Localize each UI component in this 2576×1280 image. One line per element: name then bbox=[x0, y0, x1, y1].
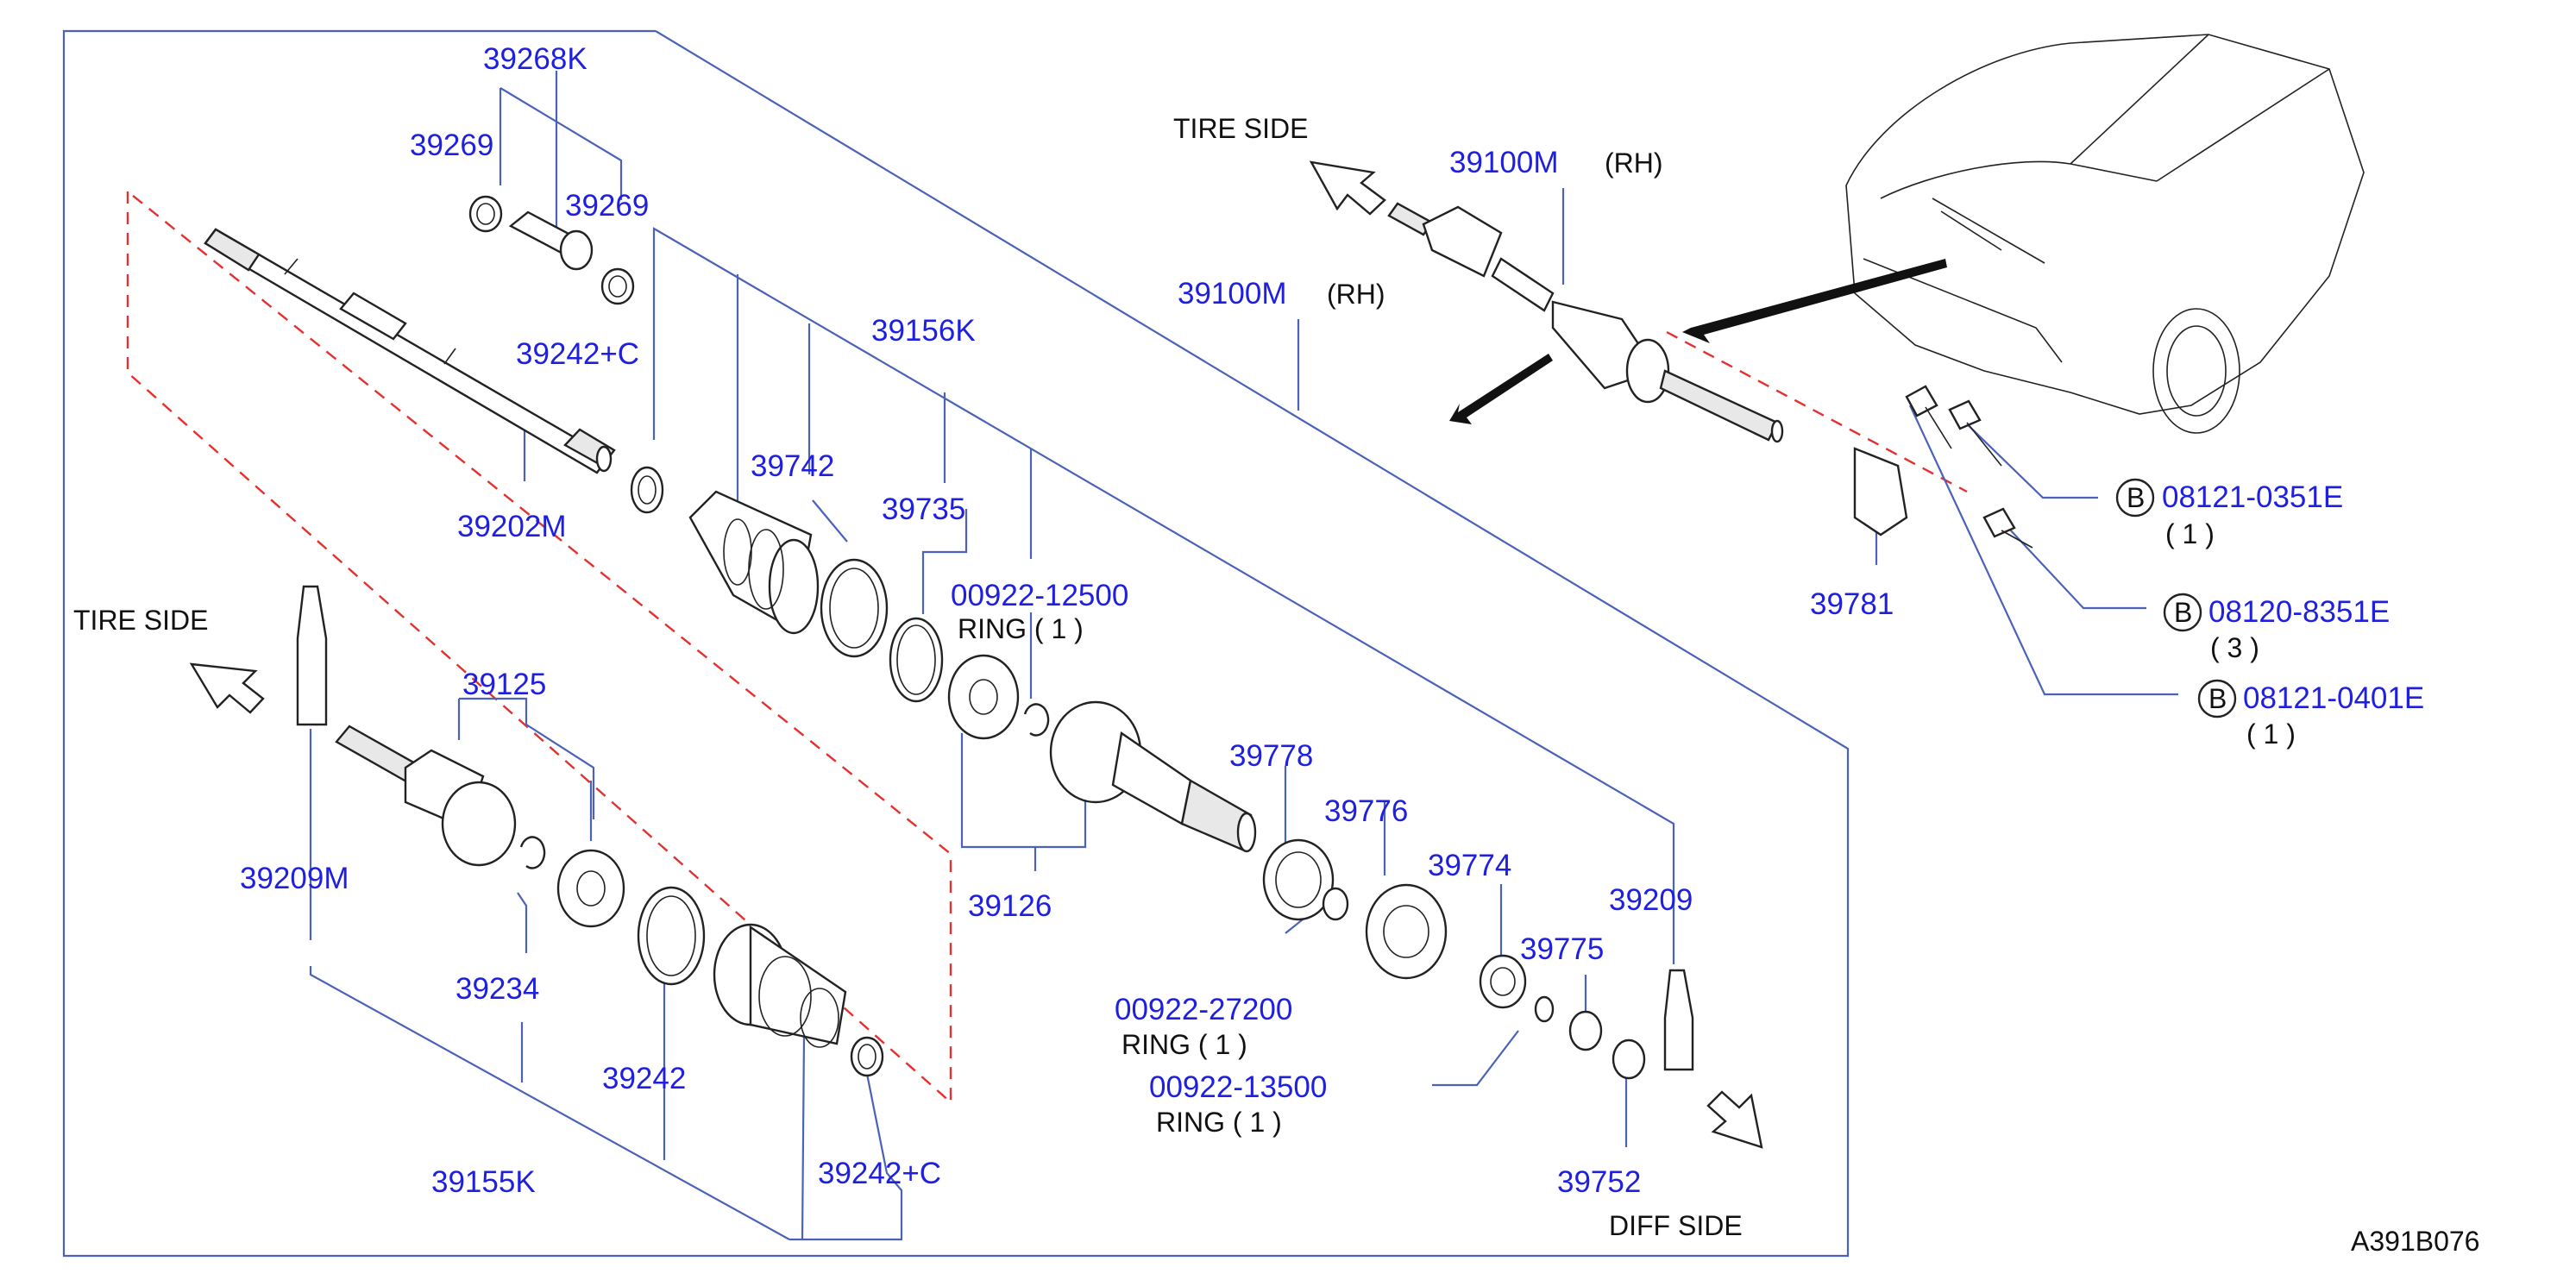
label-39752[interactable]: 39752 bbox=[1557, 1165, 1641, 1199]
boot-39269-b bbox=[600, 267, 635, 305]
bolt-badge-1 bbox=[2115, 478, 2155, 518]
note-00922-13500: RING ( 1 ) bbox=[1156, 1107, 1282, 1138]
boot-39155K bbox=[713, 923, 847, 1048]
bolt-badge-2 bbox=[2163, 593, 2202, 632]
car-outline bbox=[1845, 34, 2365, 434]
ring-00922-13500 bbox=[1534, 995, 1555, 1023]
label-39209[interactable]: 39209 bbox=[1609, 883, 1693, 917]
cage-39125 bbox=[556, 849, 625, 928]
leader-lines bbox=[309, 71, 2178, 1241]
shaft-39202M bbox=[204, 228, 616, 474]
ring-39735 bbox=[889, 617, 944, 703]
ring-00922-27200 bbox=[1322, 887, 1349, 921]
bolt-icon-b bbox=[1948, 399, 2002, 467]
bolt-badge-letter-3: B bbox=[2208, 683, 2227, 714]
label-39269-b[interactable]: 39269 bbox=[565, 189, 649, 223]
label-39100M-main[interactable]: 39100M bbox=[1178, 277, 1286, 311]
plug-39209M bbox=[296, 585, 328, 726]
label-39126[interactable]: 39126 bbox=[968, 889, 1052, 923]
note-00922-27200: RING ( 1 ) bbox=[1122, 1029, 1247, 1060]
band-39242 bbox=[637, 886, 706, 986]
label-39242[interactable]: 39242 bbox=[602, 1062, 686, 1095]
label-39269-a[interactable]: 39269 bbox=[410, 129, 493, 162]
bolt-qty-1: ( 1 ) bbox=[2165, 518, 2215, 549]
boot-39156K bbox=[688, 490, 820, 635]
assembly-frame bbox=[62, 29, 1850, 1258]
bearing-housing-39776 bbox=[1365, 883, 1448, 980]
bolt-part-2[interactable]: 08120-8351E bbox=[2208, 595, 2390, 629]
plug-39209 bbox=[1663, 969, 1694, 1071]
label-39268K[interactable]: 39268K bbox=[483, 42, 587, 76]
label-39100M-car[interactable]: 39100M bbox=[1449, 146, 1558, 179]
label-39242C-bottom[interactable]: 39242+C bbox=[818, 1157, 941, 1190]
band-39742 bbox=[820, 558, 889, 658]
bolt-badge-3 bbox=[2197, 679, 2237, 718]
direction-arrows bbox=[1449, 259, 1947, 424]
label-39742[interactable]: 39742 bbox=[751, 449, 834, 483]
label-39776[interactable]: 39776 bbox=[1324, 794, 1408, 828]
note-00922-12500: RING ( 1 ) bbox=[958, 613, 1084, 644]
bolt-part-1[interactable]: 08121-0351E bbox=[2162, 480, 2343, 514]
label-39775[interactable]: 39775 bbox=[1520, 932, 1604, 966]
bolt-icon-c bbox=[1982, 507, 2033, 549]
diagram-id: A391B076 bbox=[2351, 1226, 2479, 1257]
damper-39268K bbox=[508, 210, 594, 271]
label-39735[interactable]: 39735 bbox=[882, 493, 965, 526]
label-00922-13500[interactable]: 00922-13500 bbox=[1149, 1070, 1327, 1104]
label-00922-27200[interactable]: 00922-27200 bbox=[1115, 993, 1292, 1026]
label-diff-side: DIFF SIDE bbox=[1609, 1210, 1743, 1241]
label-39100M-main-side: (RH) bbox=[1327, 279, 1385, 310]
label-39774[interactable]: 39774 bbox=[1428, 849, 1511, 882]
bearing-39774 bbox=[1479, 954, 1527, 1009]
bolt-qty-3: ( 1 ) bbox=[2246, 718, 2296, 750]
label-00922-12500[interactable]: 00922-12500 bbox=[951, 579, 1128, 612]
label-39234[interactable]: 39234 bbox=[456, 972, 539, 1006]
label-39209M[interactable]: 39209M bbox=[240, 862, 349, 895]
label-39778[interactable]: 39778 bbox=[1229, 739, 1313, 773]
boot-39269-a bbox=[468, 195, 503, 233]
circlip-00922-12500 bbox=[1023, 703, 1050, 737]
label-39781[interactable]: 39781 bbox=[1810, 587, 1894, 621]
diff-side-arrow-icon bbox=[1706, 1090, 1763, 1149]
tire-side-2-arrow-icon bbox=[189, 662, 265, 714]
nut-39752 bbox=[1612, 1038, 1646, 1080]
circlip-39234 bbox=[519, 836, 546, 869]
tire-side-arrow-icon bbox=[1309, 160, 1386, 216]
label-39242C-top[interactable]: 39242+C bbox=[516, 337, 639, 371]
shaft-outline-dashed bbox=[126, 191, 952, 1105]
housing-39126 bbox=[1049, 700, 1257, 853]
label-39156K[interactable]: 39156K bbox=[871, 314, 976, 348]
joint-39126-inner bbox=[947, 654, 1020, 740]
bolt-badge-letter-2: B bbox=[2174, 597, 2192, 628]
bracket-39781 bbox=[1853, 447, 1908, 536]
label-39100M-car-side: (RH) bbox=[1605, 147, 1663, 179]
label-tire-side: TIRE SIDE bbox=[1173, 113, 1308, 144]
bolt-part-3[interactable]: 08121-0401E bbox=[2243, 681, 2424, 715]
label-39155K[interactable]: 39155K bbox=[431, 1165, 536, 1199]
bolt-qty-2: ( 3 ) bbox=[2210, 632, 2259, 663]
bolt-icon-a bbox=[1905, 385, 1952, 449]
bolt-badge-letter-1: B bbox=[2127, 482, 2145, 513]
driveshaft-39100M-assembly bbox=[1387, 202, 1784, 443]
washer-39775 bbox=[1568, 1010, 1603, 1051]
band-39242C-bottom bbox=[850, 1036, 884, 1077]
label-39202M[interactable]: 39202M bbox=[457, 510, 566, 543]
car-shaft-dashed bbox=[1666, 330, 1968, 493]
seal-39778 bbox=[1262, 838, 1335, 921]
label-39125[interactable]: 39125 bbox=[462, 668, 546, 701]
joint-39125 bbox=[335, 725, 517, 867]
label-tire-side-2: TIRE SIDE bbox=[73, 605, 208, 636]
band-39242C-top bbox=[630, 466, 664, 514]
